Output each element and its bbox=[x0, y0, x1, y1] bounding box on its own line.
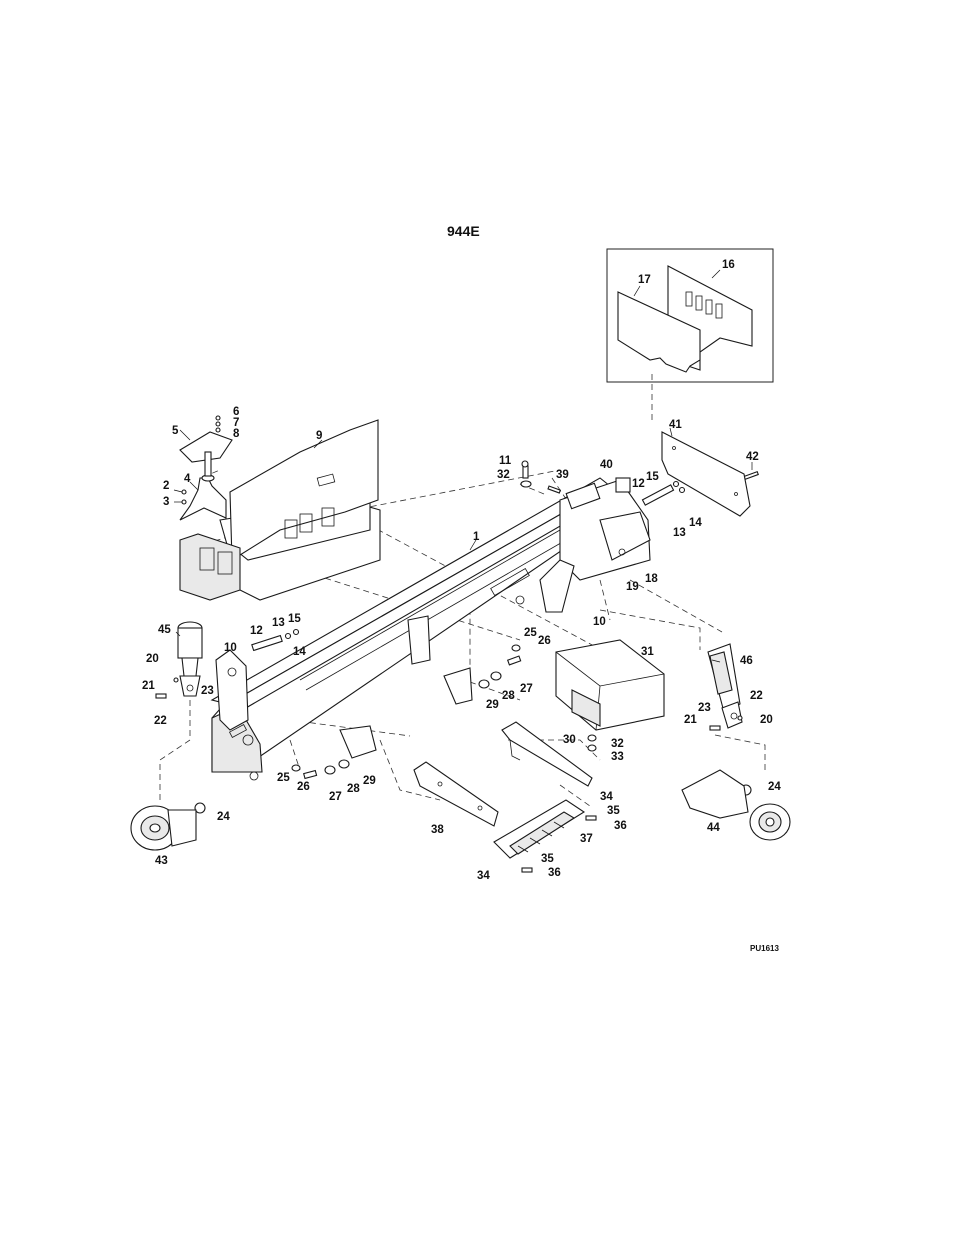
callout: 29 bbox=[363, 775, 376, 787]
axle-43 bbox=[130, 805, 197, 851]
callout: 9 bbox=[316, 430, 322, 442]
callout: 14 bbox=[293, 646, 306, 658]
callout: 26 bbox=[538, 635, 551, 647]
callout: 34 bbox=[600, 791, 613, 803]
callout: 3 bbox=[163, 496, 169, 508]
mount-bracket bbox=[179, 415, 233, 521]
callout: 25 bbox=[277, 772, 290, 784]
callout: 11 bbox=[499, 455, 512, 467]
callout: 34 bbox=[477, 870, 490, 882]
callout: 40 bbox=[600, 459, 613, 471]
callout: 35 bbox=[607, 805, 620, 817]
callout: 36 bbox=[548, 867, 561, 879]
tray-5 bbox=[179, 431, 233, 463]
callout: 35 bbox=[541, 853, 554, 865]
callout: 20 bbox=[146, 653, 159, 665]
rear-cover-41 bbox=[661, 431, 751, 517]
callout: 32 bbox=[497, 469, 510, 481]
callout: 22 bbox=[154, 715, 167, 727]
callout: 5 bbox=[172, 425, 179, 437]
callout: 25 bbox=[524, 627, 537, 639]
step-37 bbox=[493, 799, 586, 859]
callout: 32 bbox=[611, 738, 624, 750]
callout: 44 bbox=[707, 822, 720, 834]
inset-panels bbox=[606, 248, 774, 383]
callout: 24 bbox=[217, 811, 230, 823]
frame-cover-plate bbox=[229, 419, 379, 561]
leaders bbox=[173, 427, 753, 663]
callout: 2 bbox=[163, 480, 169, 492]
diagram-title: 944E bbox=[447, 223, 480, 239]
callout: 6 bbox=[233, 406, 239, 418]
callout: 37 bbox=[580, 833, 593, 845]
battery-box-31 bbox=[555, 639, 665, 731]
hardware bbox=[155, 460, 759, 873]
callout: 46 bbox=[740, 655, 753, 667]
lower-brackets bbox=[339, 615, 473, 759]
pivot-bracket-left bbox=[215, 649, 249, 731]
drawing-code: PU1613 bbox=[750, 944, 779, 953]
inner-boom bbox=[539, 479, 651, 613]
callout: 16 bbox=[722, 259, 735, 271]
callout: 21 bbox=[142, 680, 155, 692]
callout: 1 bbox=[473, 531, 480, 543]
callout: 10 bbox=[593, 616, 606, 628]
callout: 12 bbox=[250, 625, 263, 637]
callout: 41 bbox=[669, 419, 682, 431]
callout: 13 bbox=[673, 527, 686, 539]
callout: 26 bbox=[297, 781, 310, 793]
callout: 20 bbox=[760, 714, 773, 726]
callout: 13 bbox=[272, 617, 285, 629]
callout: 28 bbox=[502, 690, 515, 702]
callout: 10 bbox=[224, 642, 237, 654]
pins bbox=[251, 480, 686, 652]
bracket-38 bbox=[413, 761, 499, 827]
callout: 36 bbox=[614, 820, 627, 832]
callout: 42 bbox=[746, 451, 759, 463]
callout: 18 bbox=[645, 573, 658, 585]
callout: 27 bbox=[329, 791, 342, 803]
panel-17 bbox=[617, 291, 701, 373]
callout: 17 bbox=[638, 274, 651, 286]
step-bracket-30 bbox=[501, 721, 593, 787]
callout: 22 bbox=[750, 690, 763, 702]
callout: 7 bbox=[233, 417, 239, 429]
callout: 14 bbox=[689, 517, 702, 529]
callout: 15 bbox=[288, 613, 301, 625]
cylinder-45 bbox=[177, 621, 203, 697]
callout: 31 bbox=[641, 646, 654, 658]
callout: 4 bbox=[184, 473, 191, 485]
callout: 15 bbox=[646, 471, 659, 483]
cylinder-46 bbox=[707, 643, 743, 729]
lift-bracket-right bbox=[539, 559, 575, 613]
callout: 33 bbox=[611, 751, 624, 763]
callout: 21 bbox=[684, 714, 697, 726]
callout: 24 bbox=[768, 781, 781, 793]
callout: 23 bbox=[698, 702, 711, 714]
callout: 39 bbox=[556, 469, 569, 481]
callout: 30 bbox=[563, 734, 576, 746]
callout: 45 bbox=[158, 624, 171, 636]
callout: 28 bbox=[347, 783, 360, 795]
callout: 29 bbox=[486, 699, 499, 711]
rear-frame bbox=[179, 419, 381, 601]
callout-labels: 1 2 3 4 5 6 7 8 9 10 10 11 12 12 13 13 1… bbox=[142, 259, 781, 882]
axle-44 bbox=[681, 769, 791, 841]
callout: 27 bbox=[520, 683, 533, 695]
callout: 8 bbox=[233, 428, 240, 440]
callout: 23 bbox=[201, 685, 214, 697]
callout: 19 bbox=[626, 581, 639, 593]
callout: 38 bbox=[431, 824, 444, 836]
callout: 12 bbox=[632, 478, 645, 490]
callout: 43 bbox=[155, 855, 168, 867]
